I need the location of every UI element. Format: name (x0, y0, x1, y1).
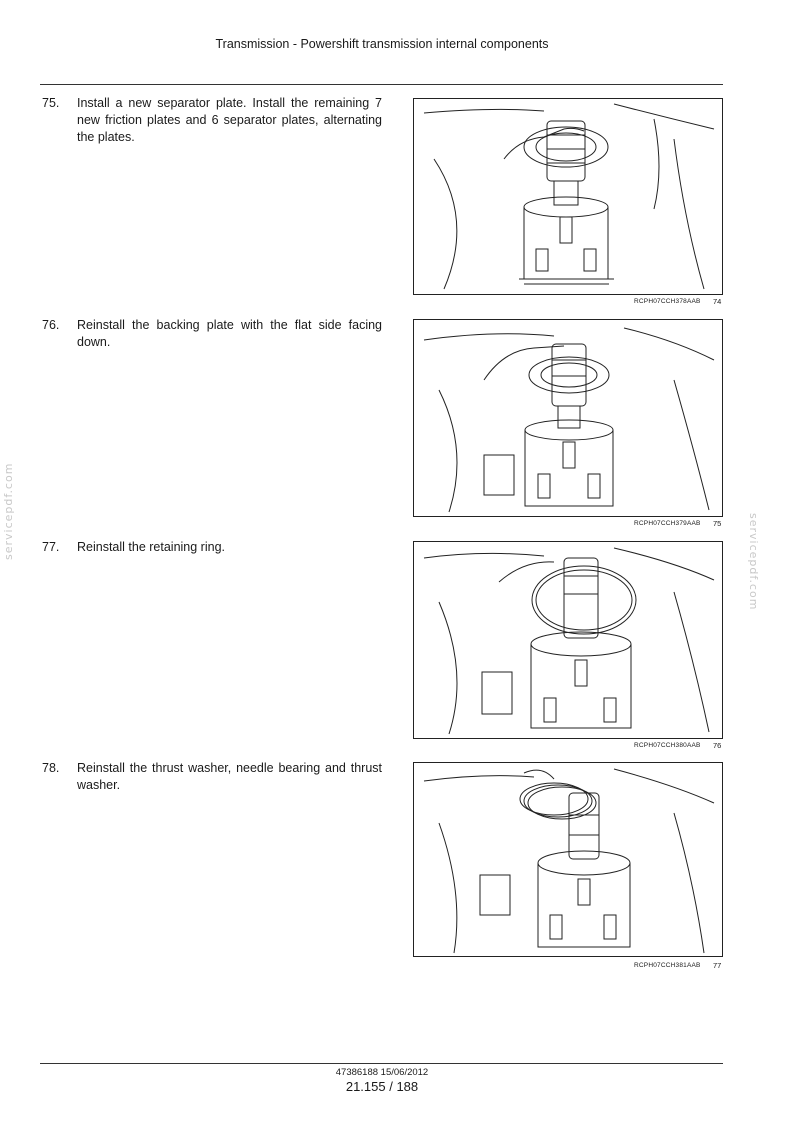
step-number: 77. (42, 540, 60, 554)
figure-illustration (413, 98, 723, 295)
figure-code: RCPH07CCH380AAB (634, 742, 701, 749)
figure-illustration (413, 762, 723, 957)
figure-number: 74 (713, 297, 722, 306)
figure-code: RCPH07CCH378AAB (634, 298, 701, 305)
figure-illustration (413, 541, 723, 739)
figure-illustration (413, 319, 723, 517)
watermark-right: servicepdf.com (747, 513, 760, 611)
step-instruction: Install a new separator plate. Install t… (77, 96, 382, 144)
step-number: 76. (42, 318, 60, 332)
watermark-left: servicepdf.com (2, 462, 15, 560)
footer-rule (40, 1063, 723, 1064)
figure-code: RCPH07CCH379AAB (634, 520, 701, 527)
footer-page-number: 21.155 / 188 (345, 1079, 419, 1094)
figure-number: 76 (713, 741, 722, 750)
step-instruction: Reinstall the thrust washer, needle bear… (77, 761, 382, 792)
figure-number: 75 (713, 519, 722, 528)
page-header-title: Transmission - Powershift transmission i… (215, 37, 549, 51)
step-instruction: Reinstall the retaining ring. (77, 540, 225, 554)
footer-doc-id: 47386188 15/06/2012 (335, 1067, 429, 1078)
header-rule (40, 84, 723, 85)
figure-code: RCPH07CCH381AAB (634, 962, 701, 969)
step-number: 78. (42, 761, 60, 775)
step-number: 75. (42, 96, 60, 110)
figure-number: 77 (713, 961, 722, 970)
step-instruction: Reinstall the backing plate with the fla… (77, 318, 382, 349)
